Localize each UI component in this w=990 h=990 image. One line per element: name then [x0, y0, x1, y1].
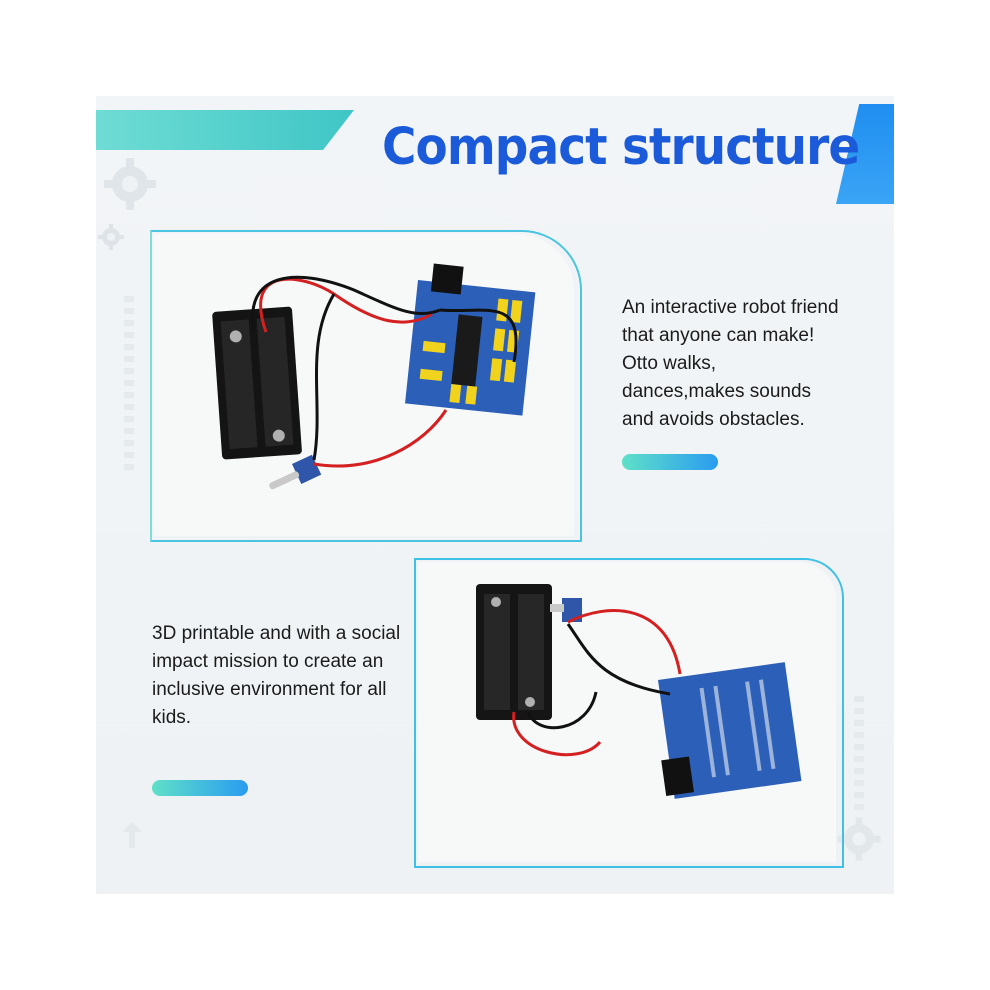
feature-description-1: An interactive robot friend that anyone …	[622, 297, 839, 430]
product-photo-bottom	[418, 562, 836, 862]
board-with-battery-image	[212, 263, 536, 490]
photo-frame-top	[150, 230, 582, 542]
decorative-dashes	[854, 696, 864, 816]
accent-pill-1	[622, 454, 718, 470]
arrow-up-icon	[122, 822, 142, 848]
photo-frame-bottom	[414, 558, 844, 868]
product-photo-top	[154, 234, 574, 536]
feature-description-2: 3D printable and with a social impact mi…	[152, 623, 401, 728]
board-with-battery-image-angled	[476, 584, 802, 799]
gear-icon	[104, 158, 156, 210]
gear-icon	[98, 224, 124, 250]
product-panel: Compact structure	[96, 96, 894, 894]
title-accent-bar-left	[96, 110, 354, 150]
page-title: Compact structure	[382, 118, 860, 177]
accent-pill-2	[152, 780, 248, 796]
decorative-dashes	[124, 296, 134, 476]
